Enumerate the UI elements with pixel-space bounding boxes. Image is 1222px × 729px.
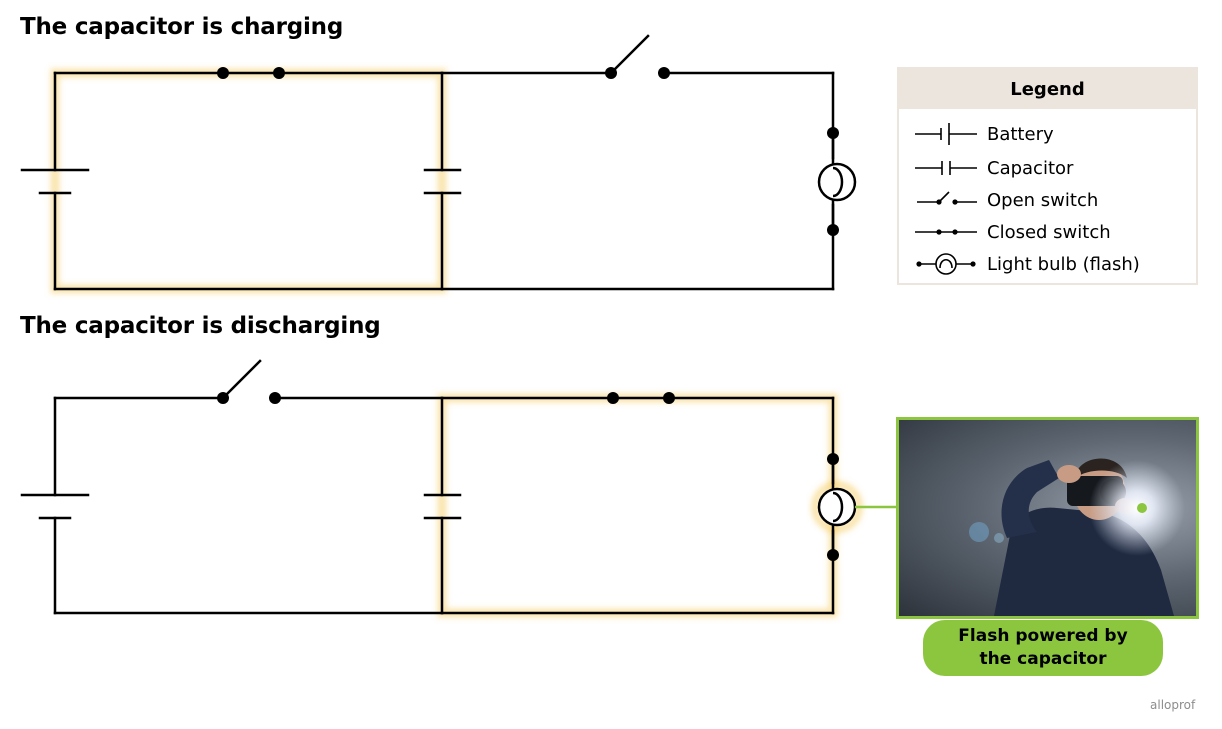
battery-icon: [20, 168, 90, 195]
legend-label-capacitor: Capacitor: [987, 157, 1074, 179]
photographer-flash-photo: [896, 417, 1199, 619]
legend-item-battery: Battery: [915, 119, 1054, 149]
light-bulb-icon: [817, 127, 857, 236]
flash-caption: Flash powered by the capacitor: [923, 620, 1163, 676]
legend-item-capacitor: Capacitor: [915, 153, 1073, 183]
open-switch-icon: [605, 34, 670, 79]
charging-loop-glow: [50, 68, 447, 294]
legend-title: Legend: [899, 69, 1196, 109]
legend-label-battery: Battery: [987, 123, 1054, 145]
discharging-left-loop: [53, 396, 444, 615]
closed-switch-symbol-icon: [915, 229, 977, 235]
discharging-loop-glow: [437, 393, 838, 618]
charging-right-loop: [440, 71, 835, 291]
title-discharging: The capacitor is discharging: [20, 313, 381, 339]
brand-logo: alloprof: [1150, 698, 1196, 712]
battery-symbol-icon: [915, 123, 977, 145]
legend-item-light-bulb: Light bulb (flash): [915, 249, 1140, 279]
discharging-right-loop: [440, 396, 835, 615]
circuit-charging: [20, 34, 857, 294]
capacitor-symbol-icon: [915, 161, 977, 175]
legend-item-closed-switch: Closed switch: [915, 217, 1111, 247]
photographer-illustration: [969, 458, 1185, 616]
closed-switch-icon: [217, 67, 285, 79]
legend-item-open-switch: Open switch: [915, 185, 1098, 215]
battery-icon: [20, 493, 90, 520]
open-switch-icon: [217, 359, 281, 404]
capacitor-icon: [423, 493, 462, 520]
title-charging: The capacitor is charging: [20, 14, 344, 40]
legend-label-light-bulb: Light bulb (flash): [987, 253, 1140, 275]
open-switch-symbol-icon: [917, 191, 977, 205]
closed-switch-icon: [607, 392, 675, 404]
charging-left-loop: [53, 71, 444, 291]
legend-label-closed-switch: Closed switch: [987, 221, 1111, 243]
light-bulb-symbol-icon: [916, 253, 976, 275]
legend-label-open-switch: Open switch: [987, 189, 1099, 211]
legend-box: Legend Battery Capacitor Open switch: [897, 67, 1198, 285]
capacitor-icon: [423, 168, 462, 195]
